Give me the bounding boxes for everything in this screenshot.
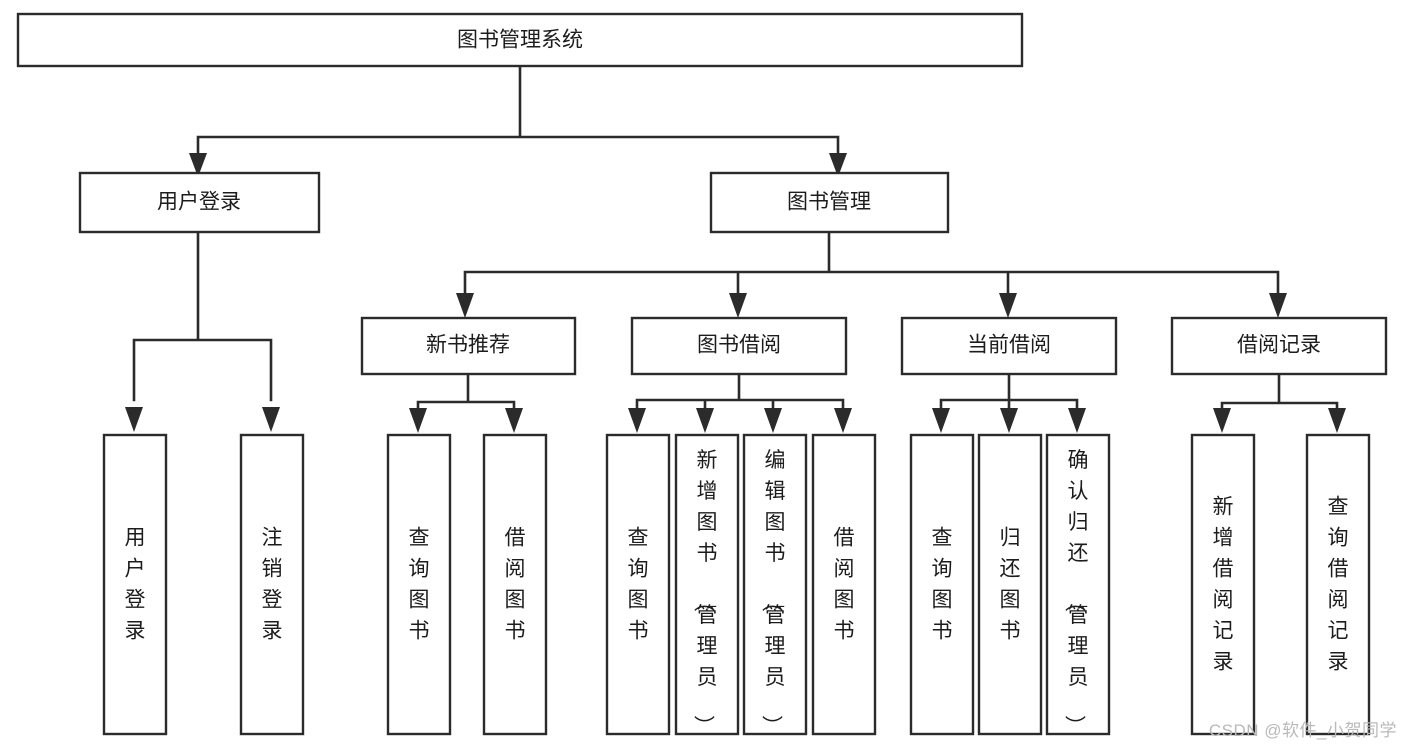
leaf-borrow-book-2-label: 借阅图书: [834, 527, 855, 643]
leaf-edit-book-box[interactable]: [742, 433, 808, 736]
node-book-management-label: 图书管理: [787, 191, 871, 214]
node-user-login-label: 用户登录: [157, 191, 241, 214]
arrow-head-icon: [262, 407, 280, 432]
leaf-add-record[interactable]: 新增借阅记录: [1190, 433, 1256, 736]
leaf-query-book-2-box[interactable]: [605, 433, 671, 736]
leaf-query-book-2[interactable]: 查询图书: [605, 433, 671, 736]
leaf-borrow-book-1-label: 借阅图书: [505, 527, 526, 643]
node-borrow-record[interactable]: 借阅记录: [1170, 316, 1388, 376]
leaf-add-book-box[interactable]: [674, 433, 740, 736]
leaf-add-book[interactable]: 新增图书（管理员）: [674, 433, 740, 736]
leaf-borrow-book-1[interactable]: 借阅图书: [482, 433, 548, 736]
leaf-borrow-book-2[interactable]: 借阅图书: [811, 433, 877, 736]
arrow-head-icon: [1000, 408, 1018, 433]
node-book-management[interactable]: 图书管理: [709, 171, 950, 234]
leaf-return-book[interactable]: 归还图书: [977, 433, 1043, 736]
connector-userlogin-to-leaves: [125, 230, 280, 432]
leaf-query-book-2-label: 查询图书: [628, 527, 649, 643]
leaf-return-book-label: 归还图书: [1000, 527, 1021, 643]
node-current-borrow-box[interactable]: [900, 316, 1118, 376]
node-borrow-record-label: 借阅记录: [1237, 334, 1321, 357]
leaf-borrow-book-2-box[interactable]: [811, 433, 877, 736]
leaf-query-book-1-label: 查询图书: [409, 527, 430, 643]
node-book-management-box[interactable]: [709, 171, 950, 234]
leaf-confirm-return-label: 确认归还（管理员）: [1063, 449, 1089, 736]
arrow-head-icon: [125, 407, 143, 432]
arrow-head-icon: [628, 408, 646, 433]
node-current-borrow[interactable]: 当前借阅: [900, 316, 1118, 376]
leaf-query-record[interactable]: 查询借阅记录: [1305, 433, 1371, 736]
csdn-watermark: CSDN @软件_小贺同学: [1208, 721, 1397, 740]
node-root-label: 图书管理系统: [457, 29, 583, 52]
connector-bookborrow-to-leaves: [628, 372, 852, 433]
arrow-head-icon: [1328, 408, 1346, 433]
leaf-add-record-label: 新增借阅记录: [1213, 496, 1234, 674]
connector-root-to-level2: [189, 64, 847, 177]
arrow-head-icon: [829, 153, 847, 177]
node-user-login-box[interactable]: [78, 171, 321, 234]
node-current-borrow-label: 当前借阅: [967, 334, 1051, 357]
arrow-head-icon: [1269, 293, 1287, 318]
leaf-logout-login-box[interactable]: [239, 433, 305, 736]
leaf-query-book-3[interactable]: 查询图书: [909, 433, 975, 736]
node-book-borrow-box[interactable]: [630, 316, 848, 376]
node-root[interactable]: 图书管理系统: [16, 12, 1024, 68]
connector-bookmgmt-to-level3: [456, 230, 1287, 318]
leaf-add-book-label: 新增图书（管理员）: [692, 449, 718, 736]
leaf-logout-login-label: 注销登录: [262, 527, 283, 643]
leaf-query-record-box[interactable]: [1305, 433, 1371, 736]
node-root-box[interactable]: [16, 12, 1024, 68]
leaf-user-login-label: 用户登录: [125, 527, 146, 643]
leaf-query-record-label: 查询借阅记录: [1328, 496, 1349, 674]
arrow-head-icon: [729, 293, 747, 318]
leaf-edit-book[interactable]: 编辑图书（管理员）: [742, 433, 808, 736]
arrow-head-icon: [696, 408, 714, 433]
node-borrow-record-box[interactable]: [1170, 316, 1388, 376]
node-new-book-recommend[interactable]: 新书推荐: [360, 316, 577, 376]
node-new-book-recommend-box[interactable]: [360, 316, 577, 376]
arrow-head-icon: [1213, 408, 1231, 433]
leaf-query-book-1-box[interactable]: [386, 433, 452, 736]
leaf-user-login-box[interactable]: [102, 433, 168, 736]
node-new-book-recommend-label: 新书推荐: [426, 334, 510, 357]
connector-borrowrecord-to-leaves: [1213, 372, 1346, 433]
arrow-head-icon: [932, 408, 950, 433]
leaf-borrow-book-1-box[interactable]: [482, 433, 548, 736]
leaf-user-login[interactable]: 用户登录: [102, 433, 168, 736]
connector-newbook-to-leaves: [409, 372, 523, 433]
arrow-head-icon: [409, 408, 427, 433]
leaf-add-record-box[interactable]: [1190, 433, 1256, 736]
arrow-head-icon: [505, 408, 523, 433]
leaf-logout-login[interactable]: 注销登录: [239, 433, 305, 736]
leaf-confirm-return-box[interactable]: [1045, 433, 1111, 736]
leaf-return-book-box[interactable]: [977, 433, 1043, 736]
arrow-head-icon: [456, 293, 474, 318]
leaf-query-book-1[interactable]: 查询图书: [386, 433, 452, 736]
node-book-borrow[interactable]: 图书借阅: [630, 316, 848, 376]
connector-currentborrow-to-leaves: [932, 372, 1086, 433]
leaf-query-book-3-box[interactable]: [909, 433, 975, 736]
arrow-head-icon: [999, 293, 1017, 318]
arrow-head-icon: [189, 153, 207, 177]
arrow-head-icon: [834, 408, 852, 433]
arrow-head-icon: [1068, 408, 1086, 433]
node-user-login[interactable]: 用户登录: [78, 171, 321, 234]
node-book-borrow-label: 图书借阅: [697, 334, 781, 357]
leaf-edit-book-label: 编辑图书（管理员）: [760, 449, 786, 736]
leaf-query-book-3-label: 查询图书: [932, 527, 953, 643]
arrow-head-icon: [764, 408, 782, 433]
leaf-confirm-return[interactable]: 确认归还（管理员）: [1045, 433, 1111, 736]
